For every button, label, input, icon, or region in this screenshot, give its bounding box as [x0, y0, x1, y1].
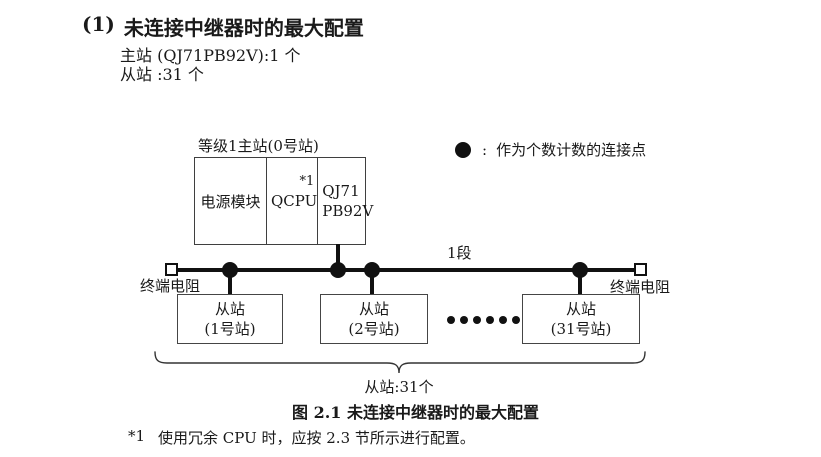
section-number: (1)	[82, 12, 115, 36]
slave-total-label: 从站:31个	[364, 378, 434, 396]
master-count-line: 主站 (QJ71PB92V):1 个	[120, 46, 301, 65]
slave-box-31: 从站 (31号站)	[522, 294, 640, 344]
connection-dot-master	[330, 262, 346, 278]
slave2-station: (2号站)	[348, 320, 400, 338]
drop-line-slave2	[370, 270, 374, 295]
slave31-name: 从站	[565, 300, 596, 318]
slave1-name: 从站	[214, 300, 245, 318]
section-heading: (1) 未连接中继器时的最大配置	[82, 12, 364, 41]
segment-label: 1段	[447, 244, 472, 262]
master-station-label: 等级1主站(0号站)	[198, 137, 319, 155]
terminating-resistor-right-icon	[634, 263, 647, 276]
bus-line	[172, 268, 640, 272]
terminating-resistor-left-icon	[165, 263, 178, 276]
figure-caption: 图 2.1 未连接中继器时的最大配置	[292, 403, 539, 422]
legend-separator: :	[482, 140, 488, 159]
terminating-resistor-left-label: 终端电阻	[140, 277, 201, 295]
footnote-text: 使用冗余 CPU 时，应按 2.3 节所示进行配置。	[158, 429, 475, 447]
slave1-station: (1号站)	[204, 320, 256, 338]
slave-box-2: 从站 (2号站)	[320, 294, 428, 344]
slave-box-1: 从站 (1号站)	[177, 294, 283, 344]
network-module-cell: QJ71 PB92V	[318, 158, 373, 244]
terminating-resistor-right-label: 终端电阻	[610, 278, 671, 296]
master-station-box: 电源模块 QCPU *1 QJ71 PB92V	[194, 157, 373, 245]
slave-count-line: 从站 :31 个	[120, 65, 204, 84]
ellipsis-dots-icon	[447, 316, 520, 324]
legend-text: 作为个数计数的连接点	[496, 141, 647, 159]
section-title: 未连接中继器时的最大配置	[123, 16, 364, 40]
cpu-label: QCPU	[271, 192, 318, 210]
drop-line-slave1	[228, 270, 232, 295]
drop-line-slave31	[578, 270, 582, 295]
drop-line-master	[336, 244, 340, 270]
legend: : 作为个数计数的连接点	[455, 139, 646, 160]
cpu-footnote-marker: *1	[299, 174, 315, 189]
connection-point-icon	[455, 141, 471, 158]
network-module-line2: PB92V	[322, 202, 374, 220]
slave31-station: (31号站)	[550, 320, 612, 338]
slave-group-brace	[154, 351, 646, 374]
power-module-cell: 电源模块	[200, 192, 261, 211]
cpu-cell: QCPU *1	[266, 158, 319, 244]
network-module-line1: QJ71	[322, 182, 360, 200]
footnote-marker: *1	[128, 427, 146, 445]
slave2-name: 从站	[358, 300, 389, 318]
